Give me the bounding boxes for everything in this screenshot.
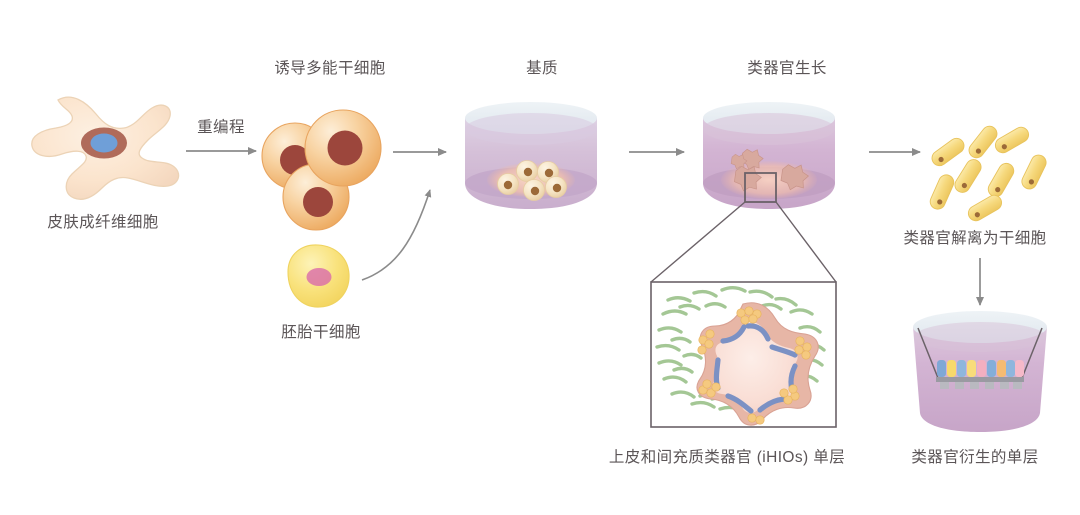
- label-embryonic-stem-cell: 胚胎干细胞: [281, 324, 361, 341]
- organoid-growth-dish: [703, 102, 835, 209]
- fibroblast-nucleus-inner: [90, 133, 118, 153]
- rod-cell: [967, 194, 1003, 222]
- callout-zoom-lines: [650, 201, 837, 283]
- ipsc-nucleus-right: [327, 130, 363, 166]
- rod-cell: [987, 162, 1015, 198]
- arrow-esc-to-matrix: [361, 189, 432, 281]
- membrane-teeth: [940, 382, 1022, 389]
- rod-cell: [968, 125, 998, 159]
- vertex-cell-clusters: [697, 306, 812, 425]
- label-skin-fibroblast: 皮肤成纤维细胞: [47, 214, 159, 231]
- rod-cell: [954, 159, 982, 193]
- ipsc-cluster: [261, 109, 382, 231]
- label-reprogramming: 重编程: [197, 119, 245, 136]
- matrix-petri-dish: [465, 102, 597, 209]
- label-dissociation: 类器官解离为干细胞: [903, 230, 1047, 247]
- skin-fibroblast-cell: [31, 96, 180, 200]
- monolayer-dish-liquid-surface: [914, 322, 1046, 352]
- ipsc-nucleus-bottom: [303, 187, 333, 217]
- matrix-dish-liquid-surface: [465, 113, 597, 145]
- label-organoid-growth: 类器官生长: [747, 60, 827, 77]
- embryonic-stem-cell: [287, 244, 350, 308]
- organoid-lumen: [712, 321, 798, 413]
- rod-cell: [931, 137, 965, 167]
- membrane-bar: [936, 377, 1024, 382]
- organoid-derived-monolayer-dish: [913, 311, 1047, 432]
- label-matrix: 基质: [526, 60, 558, 77]
- rod-cell: [1021, 154, 1047, 190]
- rod-cell: [994, 126, 1030, 154]
- label-organoid-derived-monolayer: 类器官衍生的单层: [911, 449, 1039, 466]
- label-ihio-monolayer: 上皮和间充质类器官 (iHIOs) 单层: [608, 449, 846, 466]
- insert-support-wires: [917, 327, 1043, 379]
- matrix-cells: [497, 160, 567, 201]
- rod-cell: [929, 174, 955, 210]
- ihio-detail-inset: [650, 281, 837, 428]
- growth-dish-liquid-surface: [703, 113, 835, 145]
- monolayer-cells: [937, 360, 1024, 377]
- organoid-selection-box[interactable]: [744, 172, 777, 203]
- dissociated-stem-cells: [929, 125, 1047, 222]
- label-ipsc: 诱导多能干细胞: [274, 60, 386, 77]
- esc-nucleus: [306, 268, 332, 286]
